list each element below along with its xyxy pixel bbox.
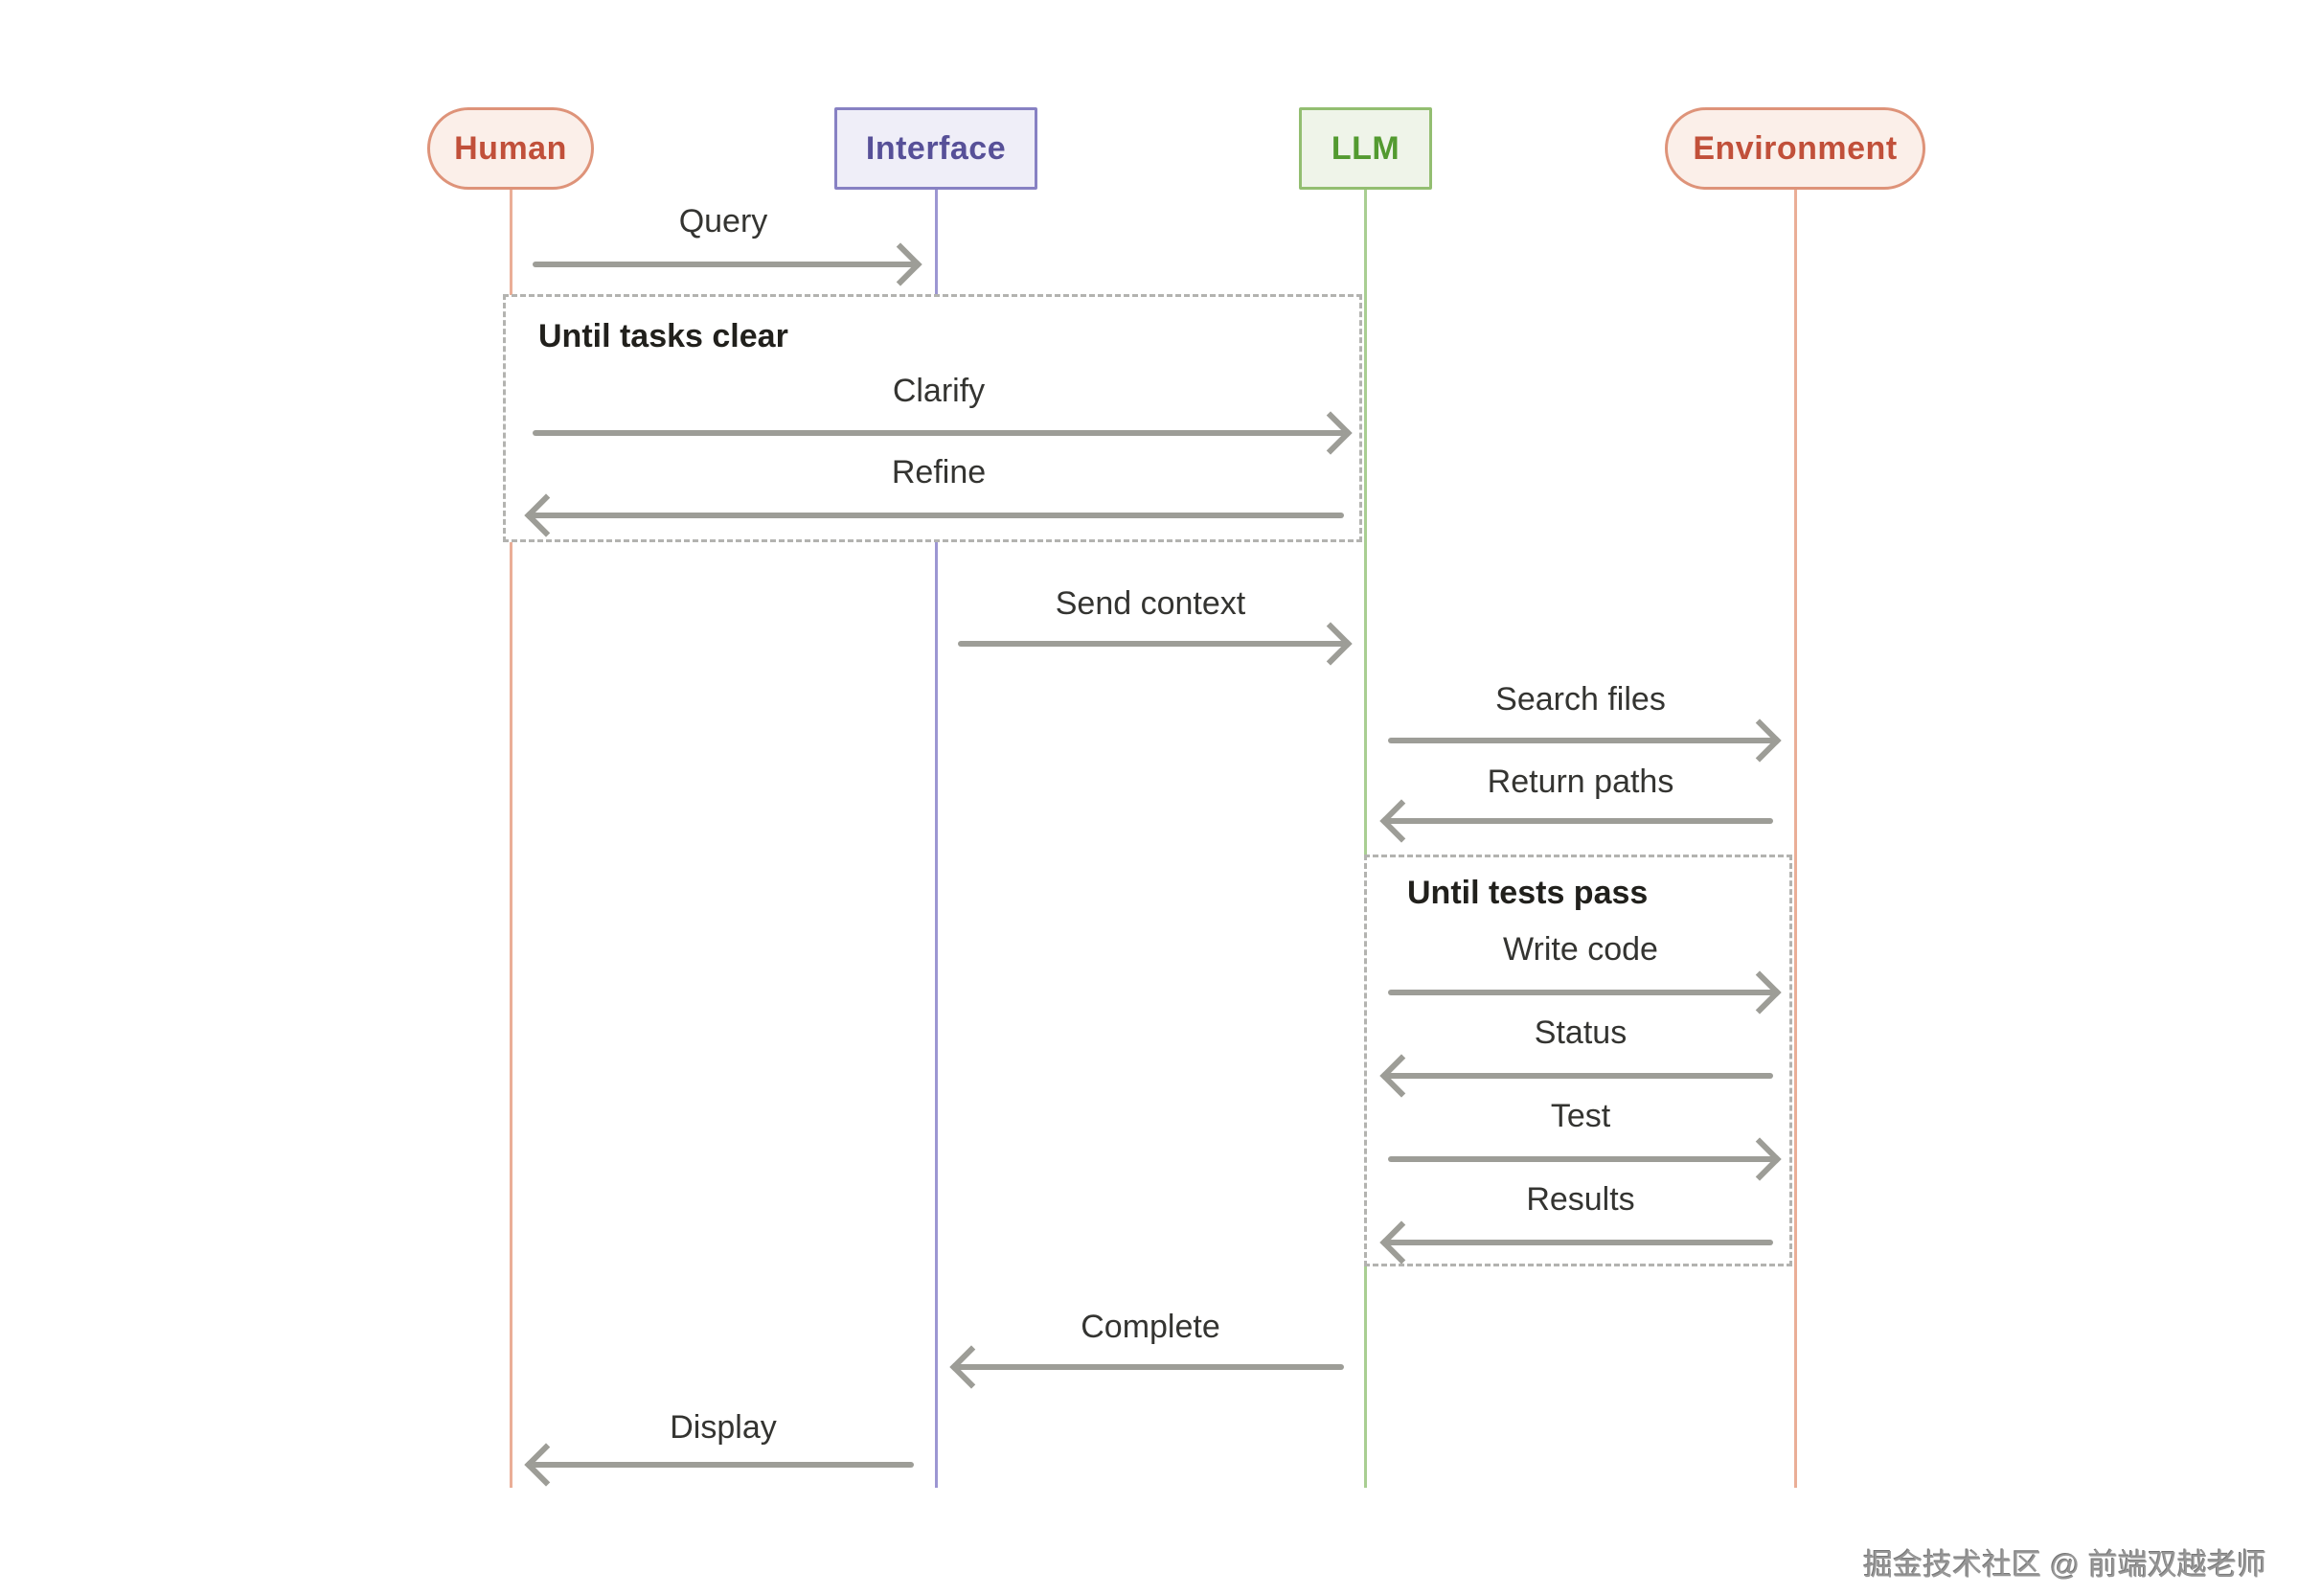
actor-human-label: Human <box>454 129 567 167</box>
message-label-clarify: Clarify <box>892 373 986 409</box>
lifeline-environment <box>1793 190 1797 1488</box>
watermark: 掘金技术社区 @ 前端双越老师 <box>1863 1548 2266 1582</box>
message-label-send-context: Send context <box>1055 585 1246 622</box>
lifeline-interface-lower <box>934 542 938 1488</box>
message-arrow-clarify <box>533 430 1344 436</box>
lifeline-human-lower <box>509 542 512 1488</box>
message-label-refine: Refine <box>891 454 987 490</box>
message-arrow-refine <box>533 513 1344 518</box>
loop-until-tasks-clear: Until tasks clear <box>503 294 1362 542</box>
message-arrow-complete <box>958 1364 1344 1370</box>
loop-until-tests-pass-title: Until tests pass <box>1407 875 1649 911</box>
message-arrow-test <box>1388 1156 1773 1162</box>
message-arrow-status <box>1388 1073 1773 1079</box>
message-label-status: Status <box>1534 1015 1628 1051</box>
actor-interface: Interface <box>834 107 1037 190</box>
actor-interface-label: Interface <box>865 129 1007 167</box>
message-label-return-paths: Return paths <box>1487 764 1674 800</box>
message-label-results: Results <box>1526 1181 1635 1218</box>
loop-until-tests-pass: Until tests pass <box>1364 855 1792 1266</box>
lifeline-llm-lower <box>1363 1266 1367 1488</box>
message-arrow-results <box>1388 1240 1773 1245</box>
message-arrow-display <box>533 1462 914 1468</box>
loop-until-tasks-clear-title: Until tasks clear <box>538 318 788 354</box>
actor-llm-label: LLM <box>1331 129 1400 167</box>
lifeline-human-upper <box>509 190 512 295</box>
message-arrow-query <box>533 262 914 267</box>
message-label-query: Query <box>678 203 768 239</box>
message-arrow-write-code <box>1388 990 1773 995</box>
lifeline-llm-upper <box>1363 190 1367 855</box>
actor-environment: Environment <box>1665 107 1925 190</box>
message-label-write-code: Write code <box>1503 931 1658 968</box>
message-arrow-search-files <box>1388 738 1773 743</box>
message-label-search-files: Search files <box>1495 681 1666 718</box>
message-label-test: Test <box>1550 1098 1611 1134</box>
message-arrow-send-context <box>958 641 1344 647</box>
actor-llm: LLM <box>1299 107 1432 190</box>
message-arrow-return-paths <box>1388 818 1773 824</box>
message-label-display: Display <box>670 1409 777 1446</box>
lifeline-interface-upper <box>934 190 938 295</box>
message-label-complete: Complete <box>1081 1309 1220 1345</box>
actor-human: Human <box>427 107 594 190</box>
actor-environment-label: Environment <box>1693 129 1898 167</box>
